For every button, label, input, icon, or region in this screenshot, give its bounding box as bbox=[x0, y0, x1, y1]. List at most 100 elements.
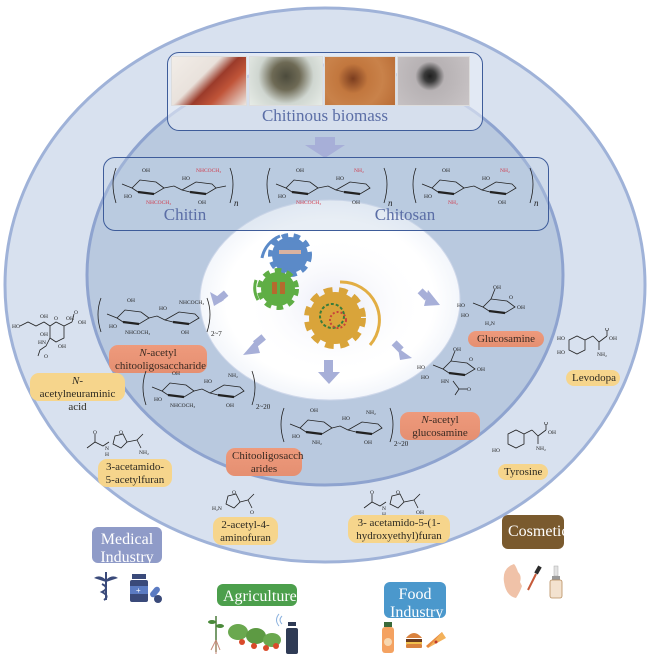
svg-text:N: N bbox=[382, 506, 386, 512]
svg-text:HO: HO bbox=[182, 176, 190, 182]
svg-text:n: n bbox=[388, 198, 392, 208]
chem-oh: OH bbox=[142, 168, 150, 174]
svg-text:n: n bbox=[534, 198, 539, 208]
polymer-panel bbox=[103, 157, 549, 231]
svg-text:OH: OH bbox=[609, 336, 617, 342]
svg-text:OH: OH bbox=[181, 330, 189, 336]
svg-text:OH: OH bbox=[442, 168, 450, 174]
cos-structure: OH HO NH₂ HO NH₂ OH 2~20 bbox=[280, 407, 409, 448]
dropper-icon bbox=[527, 565, 542, 591]
svg-text:OH: OH bbox=[40, 332, 48, 338]
nacos-label: N-acetyl chitooligosaccharide bbox=[109, 345, 207, 373]
svg-text:OH: OH bbox=[453, 347, 461, 353]
chitosan-label: Chitosan bbox=[374, 205, 436, 224]
arrow-to-glucosamine bbox=[417, 288, 440, 306]
svg-text:NHCOCH₃: NHCOCH₃ bbox=[146, 200, 171, 206]
svg-text:OH: OH bbox=[498, 200, 506, 206]
svg-text:HO: HO bbox=[424, 194, 432, 200]
tyrosine-structure: HO O OH NH₂ bbox=[492, 422, 556, 454]
svg-text:HO: HO bbox=[12, 324, 20, 330]
svg-text:NHCOCH₃: NHCOCH₃ bbox=[125, 330, 150, 336]
serum-bottle-icon bbox=[549, 565, 563, 599]
svg-text:O: O bbox=[544, 422, 548, 427]
svg-text:n: n bbox=[234, 198, 239, 208]
svg-text:HO: HO bbox=[278, 194, 286, 200]
caduceus-icon bbox=[94, 572, 118, 601]
svg-text:OH: OH bbox=[40, 314, 48, 320]
svg-text:HO: HO bbox=[342, 416, 350, 422]
3a5hef-structure: O N H O OH bbox=[363, 490, 424, 518]
food-icons bbox=[382, 622, 446, 653]
biomass-title: Chitinous biomass bbox=[261, 106, 389, 125]
svg-text:O: O bbox=[370, 490, 374, 496]
svg-text:OH: OH bbox=[416, 510, 424, 516]
juice-bottle-icon bbox=[382, 622, 394, 653]
medical-industry-badge: Medical Industry bbox=[92, 527, 162, 566]
svg-text:H₂N: H₂N bbox=[212, 506, 222, 512]
svg-text:NHCOCH₃: NHCOCH₃ bbox=[170, 403, 195, 409]
svg-text:HO: HO bbox=[457, 303, 465, 309]
svg-text:O: O bbox=[605, 328, 609, 333]
svg-text:HN: HN bbox=[441, 379, 449, 385]
cosmetics-icons bbox=[503, 564, 563, 599]
svg-text:NH₂: NH₂ bbox=[500, 168, 510, 174]
levodopa-structure: HO HO O OH NH₂ bbox=[557, 328, 617, 358]
svg-text:O: O bbox=[93, 430, 97, 436]
2a4af-label: 2-acetyl-4-aminofuran bbox=[213, 517, 278, 545]
svg-text:HO: HO bbox=[159, 306, 167, 312]
face-icon bbox=[503, 564, 522, 598]
cos-mixed-structure: OH HO NHCOCH₃ HO NH₂ OH 2~20 bbox=[142, 370, 271, 411]
svg-text:NH₂: NH₂ bbox=[536, 446, 546, 452]
spray-bottle-icon bbox=[276, 613, 298, 654]
fungus-photo bbox=[324, 56, 396, 106]
svg-text:O: O bbox=[469, 357, 473, 363]
svg-text:OH: OH bbox=[548, 430, 556, 436]
svg-text:2~20: 2~20 bbox=[394, 440, 409, 448]
protein-gear-icon bbox=[304, 280, 381, 349]
svg-text:OH: OH bbox=[66, 316, 74, 322]
food-industry-badge: Food Industry bbox=[384, 582, 446, 621]
svg-text:HO: HO bbox=[461, 313, 469, 319]
svg-text:HO: HO bbox=[292, 434, 300, 440]
medicine-bottle-icon: + bbox=[130, 574, 148, 602]
svg-text:O: O bbox=[54, 316, 58, 322]
pills-icon bbox=[150, 586, 162, 603]
3a5af-label: 3-acetamido-5-acetylfuran bbox=[98, 459, 172, 487]
svg-text:HO: HO bbox=[109, 324, 117, 330]
svg-text:OH: OH bbox=[296, 168, 304, 174]
tomato-plant-icon bbox=[228, 624, 281, 651]
svg-text:HO: HO bbox=[557, 336, 565, 342]
nacos-structure: OH HO NHCOCH₃ HO NHCOCH₃ OH 2~7 bbox=[97, 297, 222, 338]
glucosamine-structure: OH O OH HO HO H₂N bbox=[457, 285, 525, 327]
arrow-to-nacos bbox=[210, 290, 229, 306]
levodopa-label: Levodopa bbox=[566, 370, 620, 386]
chitin-structure: OH HO NHCOCH₃ HO NHCOCH₃ OH n bbox=[112, 167, 239, 208]
svg-text:HO: HO bbox=[557, 350, 565, 356]
svg-text:OH: OH bbox=[364, 440, 372, 446]
svg-text:NH₂: NH₂ bbox=[366, 410, 376, 416]
svg-text:2~7: 2~7 bbox=[211, 330, 222, 338]
svg-text:NH₂: NH₂ bbox=[448, 200, 458, 206]
glcnac-structure: OH O OH HO HO HN O bbox=[417, 347, 485, 396]
svg-text:H: H bbox=[105, 452, 109, 458]
svg-text:HO: HO bbox=[124, 194, 132, 200]
svg-text:OH: OH bbox=[78, 320, 86, 326]
arrow-to-cos-mixed bbox=[243, 334, 266, 355]
svg-text:OH: OH bbox=[226, 403, 234, 409]
svg-text:OH: OH bbox=[517, 305, 525, 311]
burger-icon bbox=[406, 633, 422, 648]
svg-text:O: O bbox=[44, 354, 48, 360]
svg-text:NH₂: NH₂ bbox=[139, 450, 149, 456]
svg-text:O: O bbox=[232, 490, 236, 496]
svg-text:O: O bbox=[467, 387, 471, 393]
svg-text:O: O bbox=[396, 490, 400, 496]
mold-photo bbox=[397, 56, 470, 106]
svg-text:OH: OH bbox=[477, 367, 485, 373]
svg-text:O: O bbox=[509, 295, 513, 301]
svg-text:OH: OH bbox=[58, 344, 66, 350]
svg-text:HO: HO bbox=[482, 176, 490, 182]
svg-text:NHCOCH₃: NHCOCH₃ bbox=[196, 168, 221, 174]
medical-icons: + bbox=[94, 572, 162, 603]
agriculture-badge: Agriculture bbox=[217, 584, 297, 606]
crayfish-photo bbox=[171, 56, 247, 106]
